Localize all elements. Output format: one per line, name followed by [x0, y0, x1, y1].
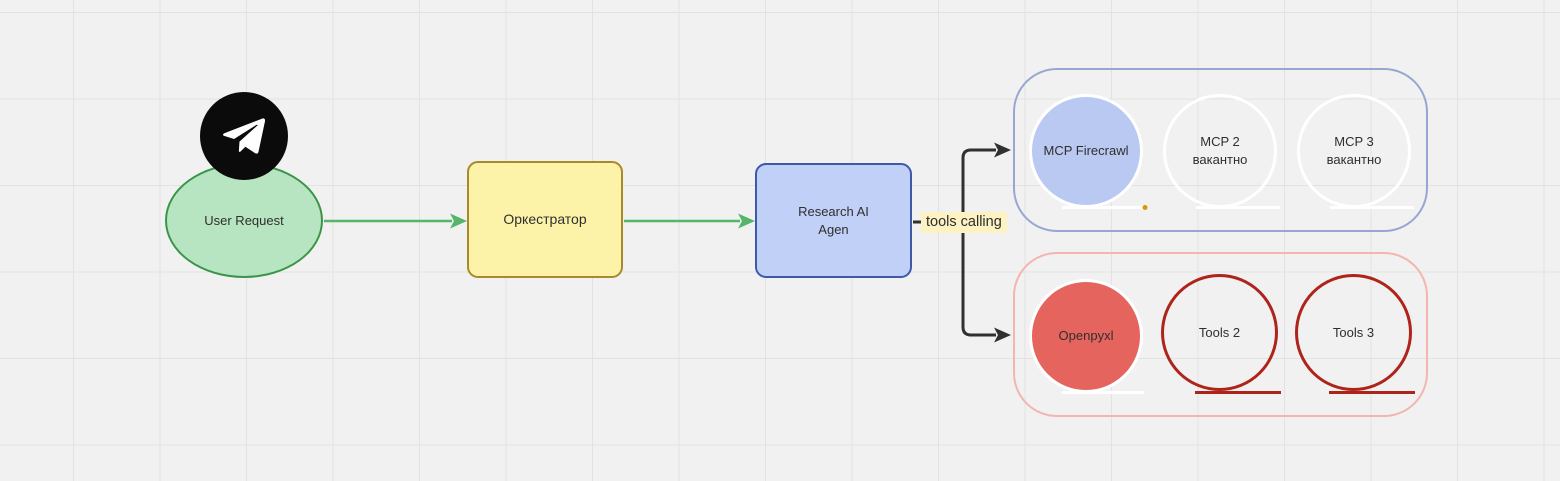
node-mcp-firecrawl-label: MCP Firecrawl	[1043, 143, 1129, 159]
node-mcp-3-label: MCP 3 вакантно	[1326, 134, 1382, 167]
node-orchestrator[interactable]: Оркестратор	[467, 161, 623, 278]
node-tools-3-label: Tools 3	[1332, 324, 1375, 340]
node-tools-3[interactable]: Tools 3	[1295, 274, 1412, 391]
node-orchestrator-label: Оркестратор	[503, 211, 587, 228]
node-research-agent-label: Research AI Agen	[798, 203, 869, 237]
node-mcp-firecrawl[interactable]: MCP Firecrawl	[1029, 94, 1143, 208]
arrowhead-tools-group	[994, 327, 1011, 343]
node-openpyxl[interactable]: Openpyxl	[1029, 279, 1143, 393]
node-tools-2-label: Tools 2	[1198, 324, 1241, 340]
arrowhead-orchestrator	[450, 213, 467, 229]
arrowhead-mcp-group	[994, 142, 1011, 158]
node-research-agent[interactable]: Research AI Agen	[755, 163, 912, 278]
telegram-plane-glyph	[222, 118, 266, 154]
node-user-request-label: User Request	[204, 212, 284, 228]
node-mcp-2[interactable]: MCP 2 вакантно	[1163, 94, 1277, 208]
arrowhead-agent	[738, 213, 755, 229]
node-mcp-3[interactable]: MCP 3 вакантно	[1297, 94, 1411, 208]
tools-group-container[interactable]	[1013, 252, 1428, 417]
node-tools-2[interactable]: Tools 2	[1161, 274, 1278, 391]
edge-label-tools-calling[interactable]: tools calling	[921, 212, 1007, 233]
node-openpyxl-label: Openpyxl	[1058, 328, 1114, 344]
node-mcp-2-label: MCP 2 вакантно	[1192, 134, 1248, 167]
node-user-request[interactable]: User Request	[165, 163, 323, 278]
telegram-icon[interactable]	[200, 92, 288, 180]
edge-tools-calling[interactable]	[913, 148, 996, 337]
mcp-group-container[interactable]	[1013, 68, 1428, 232]
